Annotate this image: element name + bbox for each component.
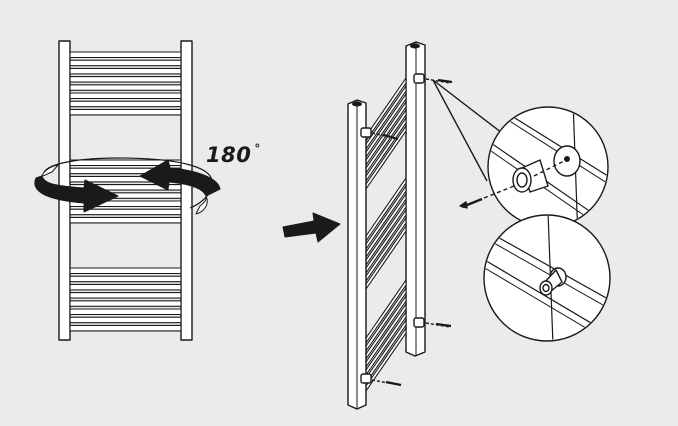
rung: [69, 208, 182, 216]
rung: [69, 300, 182, 307]
rung: [69, 108, 182, 116]
rung: [69, 84, 182, 91]
rung: [69, 316, 182, 324]
rung: [69, 275, 182, 283]
radiator-rungs: [69, 51, 182, 332]
degree-symbol: °: [254, 142, 261, 156]
rung: [69, 100, 182, 108]
detail-zoom-callout-icon: [432, 79, 503, 182]
rung: [69, 76, 182, 83]
right-upright: [180, 40, 193, 341]
wall-bracket-top-right: [413, 73, 453, 84]
radiator-rungs-perspective: [365, 77, 407, 392]
top-cap-hole: [410, 43, 420, 49]
wall-bracket-bottom-left: [360, 373, 402, 387]
rung: [69, 51, 182, 59]
rung: [69, 324, 182, 332]
wall-bracket-mid-left: [360, 127, 399, 141]
rotation-label: 180°: [206, 142, 261, 167]
rung: [69, 59, 182, 67]
rotation-angle-text: 180: [206, 143, 252, 167]
radiator-front-view: [58, 40, 193, 341]
rung: [69, 216, 182, 224]
wall-bracket-bottom-right: [413, 317, 452, 328]
right-arrow-icon: [282, 212, 341, 243]
rung: [69, 308, 182, 316]
rung: [69, 292, 182, 299]
rung: [69, 67, 182, 75]
radiator-perspective-view: [347, 41, 453, 410]
rung: [69, 267, 182, 275]
screw-icon: [459, 185, 515, 209]
top-cap-hole-front: [352, 101, 362, 107]
rung: [69, 92, 182, 100]
rung: [69, 200, 182, 208]
detail-circle-after: [483, 214, 611, 342]
rung: [69, 283, 182, 291]
rotate-180-arrow-icon: [34, 157, 221, 215]
detail-circle-before: [487, 106, 609, 228]
